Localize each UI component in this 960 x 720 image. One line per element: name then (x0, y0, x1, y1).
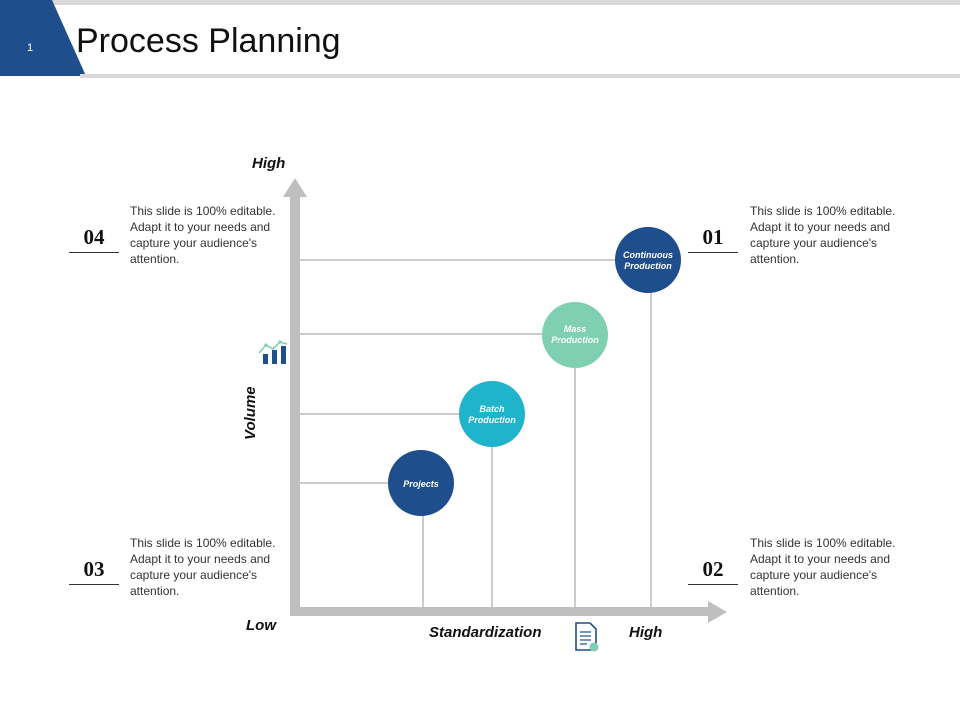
callout-text-01: This slide is 100% editable. Adapt it to… (750, 204, 896, 266)
callout-divider (69, 252, 119, 253)
callout-number-03: 03 (83, 557, 105, 581)
callout-text-02: This slide is 100% editable. Adapt it to… (750, 536, 896, 598)
stage-label: Continuous (623, 250, 673, 260)
stage-label: Projects (403, 479, 439, 489)
stage-label: Production (551, 335, 599, 345)
x-axis (290, 607, 710, 616)
y-axis-high-label: High (252, 155, 286, 172)
title-underline (80, 74, 960, 78)
callout-number-01: 01 (702, 225, 724, 249)
stage-label: Batch (479, 404, 505, 414)
title-corner-shape (0, 0, 86, 76)
callout-text-04: This slide is 100% editable. Adapt it to… (130, 204, 276, 266)
callout-divider (688, 584, 738, 585)
y-axis-low-label: Low (246, 617, 276, 634)
x-axis-high-label: High (629, 624, 663, 641)
x-axis-arrow (708, 601, 727, 623)
callout-text-03: This slide is 100% editable. Adapt it to… (130, 536, 276, 598)
stage-label: Production (468, 415, 516, 425)
callout-divider (69, 584, 119, 585)
bar-chart-icon (258, 340, 288, 364)
document-icon (575, 622, 599, 652)
stage-continuous-production: Continuous Production (615, 227, 681, 293)
page-title: Process Planning (76, 22, 341, 60)
stage-label: Mass (564, 324, 587, 334)
stage-label: Production (624, 261, 672, 271)
stage-projects: Projects (388, 450, 454, 516)
callout-number-04: 04 (83, 225, 105, 249)
x-axis-title: Standardization (429, 624, 542, 641)
slide-number: 1 (26, 42, 34, 54)
y-axis-title: Volume (242, 386, 259, 440)
stage-batch-production: Batch Production (459, 381, 525, 447)
callout-number-02: 02 (702, 557, 724, 581)
callout-divider (688, 252, 738, 253)
y-axis-arrow (283, 178, 307, 197)
top-divider (20, 0, 960, 5)
y-axis (290, 195, 300, 615)
stage-mass-production: Mass Production (542, 302, 608, 368)
